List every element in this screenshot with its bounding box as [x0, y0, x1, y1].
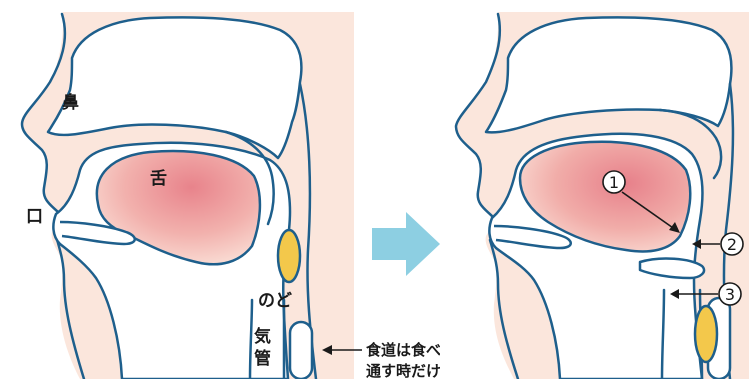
left-esophagus — [290, 322, 312, 379]
label-throat: のど — [258, 291, 292, 311]
right-epiglottis — [695, 306, 717, 362]
left-epiglottis — [278, 230, 300, 282]
left-panel-before-swallowing: 鼻 口 舌 のど 気 管 食道は食べ物を 通す時だけ開く — [0, 0, 471, 379]
label-mouth: 口 — [26, 207, 43, 227]
label-trachea-1: 気 — [253, 326, 271, 347]
marker-1-label: 1 — [609, 173, 619, 192]
marker-3-label: 3 — [725, 285, 735, 304]
transition-arrow — [372, 212, 440, 276]
label-tongue: 舌 — [150, 168, 167, 189]
label-nose: 鼻 — [62, 92, 79, 113]
right-panel-during-swallowing: 1 2 3 — [440, 0, 749, 379]
marker-2-label: 2 — [727, 235, 737, 254]
label-trachea-2: 管 — [254, 348, 271, 369]
